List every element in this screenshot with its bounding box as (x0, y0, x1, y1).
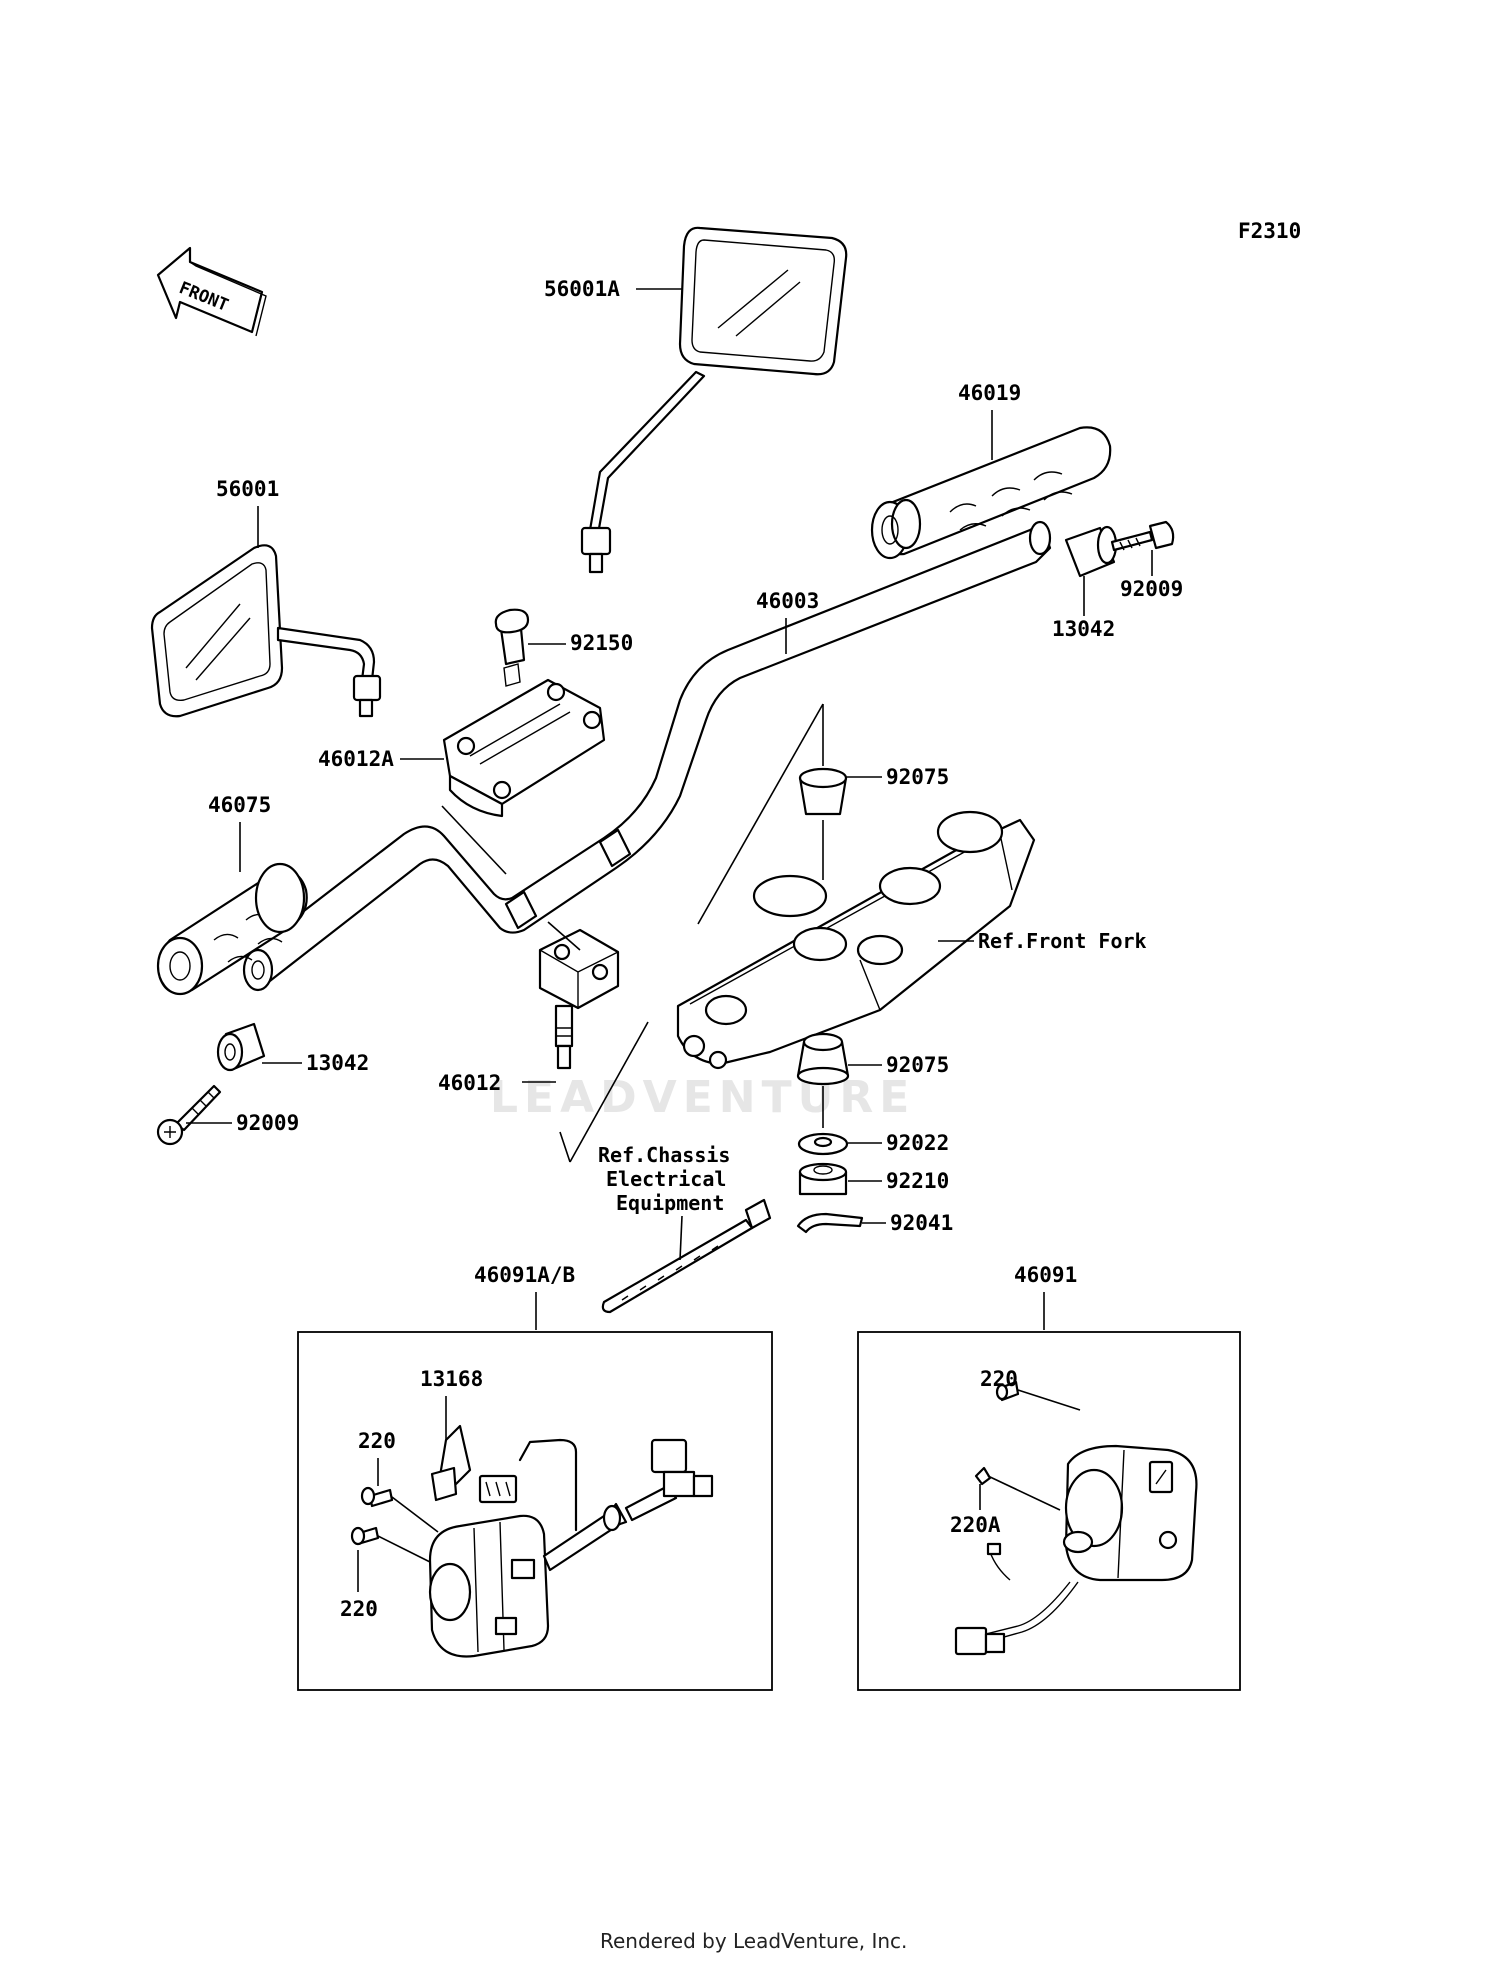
label-46012: 46012 (438, 1071, 501, 1095)
handlebar-46003 (242, 520, 1052, 992)
switch-assembly-right (954, 1380, 1198, 1656)
render-credit: Rendered by LeadVenture, Inc. (600, 1929, 907, 1953)
damper-92075-top (798, 767, 848, 816)
front-arrow-icon: FRONT (156, 246, 267, 337)
ref-chassis-line1: Ref.Chassis (598, 1143, 730, 1167)
bar-end-weight-13042-right (1064, 525, 1118, 578)
switch-assembly-left (350, 1424, 714, 1658)
watermark: LEADVENTURE (490, 1072, 915, 1123)
ref-chassis-line3: Equipment (616, 1191, 724, 1215)
label-56001: 56001 (216, 477, 279, 501)
label-92022: 92022 (886, 1131, 949, 1155)
label-46003: 46003 (756, 589, 819, 613)
label-46075: 46075 (208, 793, 271, 817)
screw-92009-right (1110, 520, 1175, 552)
mirror-56001a (580, 226, 848, 574)
label-220-left-top: 220 (358, 1429, 396, 1453)
screw-92009-left (156, 1084, 222, 1146)
label-92075-bottom: 92075 (886, 1053, 949, 1077)
label-13168: 13168 (420, 1367, 483, 1391)
grip-46019 (870, 426, 1112, 560)
label-220a: 220A (950, 1513, 1001, 1537)
label-46091: 46091 (1014, 1263, 1077, 1287)
cable-tie (601, 1198, 772, 1314)
figure-code: F2310 (1238, 219, 1301, 243)
label-92009-left: 92009 (236, 1111, 299, 1135)
clamp-46012a (442, 678, 606, 818)
nut-92210 (798, 1162, 848, 1196)
label-13042-right: 13042 (1052, 617, 1115, 641)
switch-box-left (297, 1331, 773, 1691)
label-220-right: 220 (980, 1367, 1018, 1391)
label-46019: 46019 (958, 381, 1021, 405)
bolt-92150 (494, 608, 530, 687)
label-220-left-bottom: 220 (340, 1597, 378, 1621)
label-92210: 92210 (886, 1169, 949, 1193)
label-56001a: 56001A (544, 277, 620, 301)
label-92150: 92150 (570, 631, 633, 655)
label-92075-top: 92075 (886, 765, 949, 789)
label-46091ab: 46091A/B (474, 1263, 575, 1287)
label-92041: 92041 (890, 1211, 953, 1235)
mirror-56001 (150, 544, 382, 718)
grip-46075 (156, 862, 308, 996)
upper-triple-clamp (676, 810, 1036, 1070)
ref-front-fork: Ref.Front Fork (978, 929, 1147, 953)
holder-46012 (538, 928, 620, 1070)
label-13042-left: 13042 (306, 1051, 369, 1075)
label-92009-right: 92009 (1120, 577, 1183, 601)
washer-92022 (797, 1132, 849, 1156)
ref-chassis-line2: Electrical (606, 1167, 726, 1191)
damper-92075-bottom (796, 1032, 850, 1086)
label-46012a: 46012A (318, 747, 394, 771)
bar-end-weight-13042-left (216, 1022, 266, 1072)
switch-box-right (857, 1331, 1241, 1691)
pin-92041 (796, 1212, 864, 1234)
